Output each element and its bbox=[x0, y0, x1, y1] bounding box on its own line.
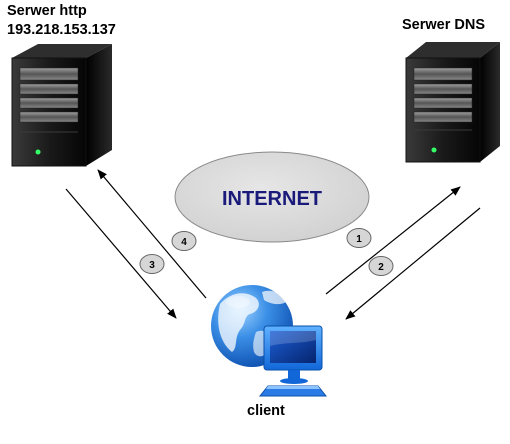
dns-server-label: Serwer DNS bbox=[402, 17, 486, 33]
step-4-number: 4 bbox=[181, 237, 187, 248]
step-3-marker: 3 bbox=[139, 254, 165, 274]
client-icon bbox=[211, 285, 328, 397]
http-server-label: Serwer http 193.218.153.137 bbox=[7, 2, 116, 40]
step-4-marker: 4 bbox=[171, 231, 197, 251]
arrow-step-2 bbox=[345, 207, 481, 320]
step-1-marker: 1 bbox=[346, 228, 372, 248]
computer-icon bbox=[258, 325, 328, 397]
http-server-ip: 193.218.153.137 bbox=[7, 22, 116, 38]
http-server-name: Serwer http bbox=[7, 3, 87, 19]
internet-label: INTERNET bbox=[222, 188, 322, 210]
step-2-marker: 2 bbox=[368, 256, 394, 276]
step-1-number: 1 bbox=[356, 234, 362, 245]
arrow-step-3 bbox=[65, 188, 177, 319]
http-server-icon bbox=[11, 44, 112, 167]
internet-cloud: INTERNET bbox=[174, 151, 370, 243]
client-label: client bbox=[247, 403, 285, 419]
dns-server-icon bbox=[405, 42, 500, 163]
arrow-step-4 bbox=[97, 169, 207, 299]
step-3-number: 3 bbox=[149, 260, 155, 271]
step-2-number: 2 bbox=[378, 262, 384, 273]
arrow-step-1 bbox=[325, 186, 461, 295]
